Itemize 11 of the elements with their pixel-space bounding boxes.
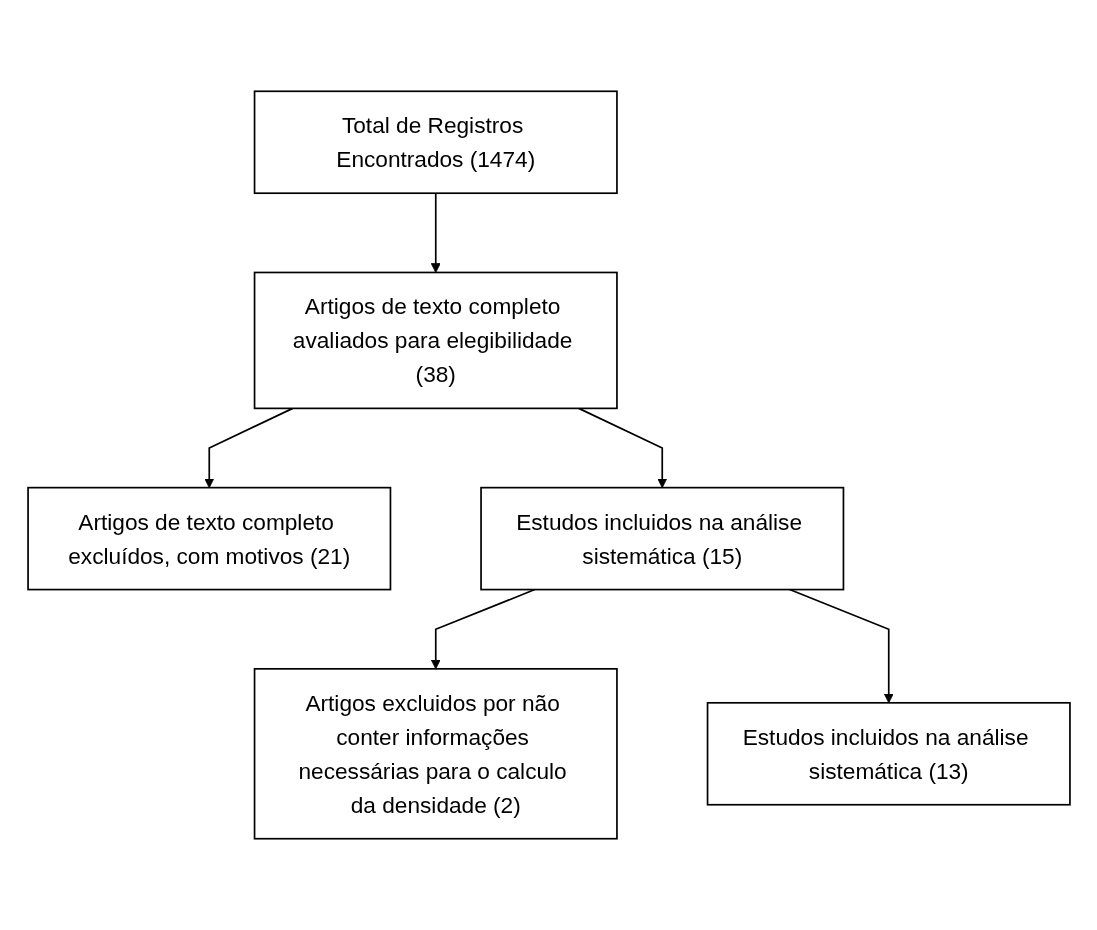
arrow [430,192,441,273]
node-box: Artigos de texto completo avaliados para elegibilidade (38) [253,271,618,410]
arrow [577,407,667,489]
arrow [203,407,294,489]
node-box: Estudos incluidos na análise sistemática (13) [706,701,1071,806]
arrow [430,588,536,670]
node-box: Artigos excluidos por não conter informações necessárias para o calculo da densidade (2) [253,668,618,840]
node-box: Artigos de texto completo excluídos, com motivos (21) [26,486,391,591]
arrow [788,588,894,704]
node-box: Total de Registros Encontrados (1474) [253,90,618,195]
node-box: Estudos incluidos na análise sistemática (15) [479,486,844,591]
